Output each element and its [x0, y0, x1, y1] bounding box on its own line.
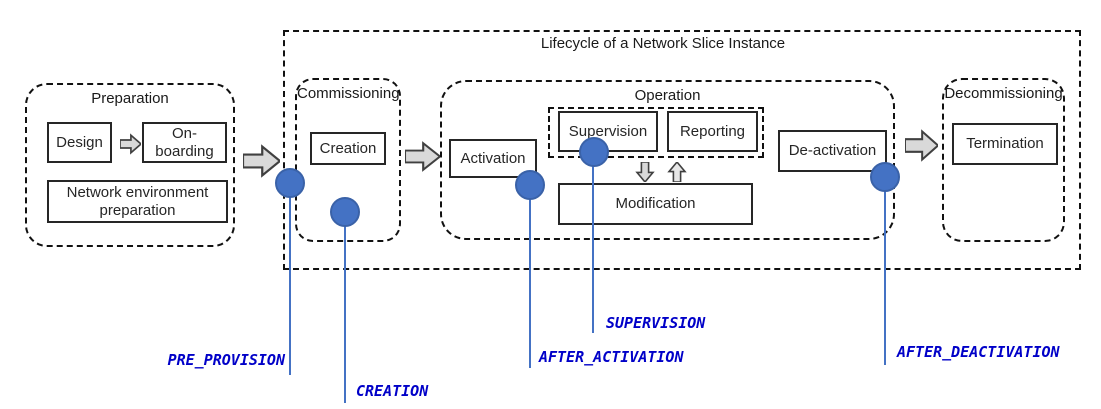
- phase-preparation-title: Preparation: [91, 90, 169, 107]
- step-deactivation: De-activation: [778, 130, 887, 172]
- step-reporting: Reporting: [667, 111, 758, 152]
- leader-line-after-deactivation: [884, 177, 886, 365]
- step-onboarding: On-boarding: [142, 122, 227, 163]
- event-marker-creation: [330, 197, 360, 227]
- phase-preparation: Preparation: [25, 83, 235, 247]
- phase-decommissioning: Decommissioning: [942, 78, 1065, 242]
- event-marker-after-deactivation: [870, 162, 900, 192]
- arrow-right-icon: [243, 144, 280, 178]
- step-creation: Creation: [310, 132, 386, 165]
- leader-line-supervision: [592, 152, 594, 333]
- diagram-title: Lifecycle of a Network Slice Instance: [540, 35, 786, 52]
- leader-line-after-activation: [529, 185, 531, 368]
- step-design: Design: [47, 122, 112, 163]
- phase-commissioning: Commissioning: [295, 78, 401, 242]
- phase-commissioning-title: Commissioning: [297, 85, 400, 102]
- phase-operation-title: Operation: [634, 87, 701, 104]
- phase-decommissioning-title: Decommissioning: [944, 85, 1063, 102]
- step-network-environment-preparation: Network environment preparation: [47, 180, 228, 223]
- leader-line-creation: [344, 212, 346, 403]
- arrow-up-icon: [667, 162, 687, 182]
- phase-operation: Operation: [440, 80, 895, 240]
- step-modification: Modification: [558, 183, 753, 225]
- event-label-creation: CREATION: [356, 382, 429, 400]
- event-label-after-activation: AFTER_ACTIVATION: [539, 348, 684, 366]
- event-label-supervision: SUPERVISION: [606, 314, 706, 332]
- arrow-right-icon: [120, 133, 141, 155]
- event-label-pre-provision: PRE_PROVISION: [167, 351, 285, 369]
- event-label-after-deactivation: AFTER_DEACTIVATION: [897, 343, 1060, 361]
- arrow-right-icon: [405, 141, 440, 172]
- event-marker-supervision: [579, 137, 609, 167]
- lifecycle-boundary-rect: [283, 30, 1081, 270]
- step-termination: Termination: [952, 123, 1058, 165]
- event-marker-pre-provision: [275, 168, 305, 198]
- supervision-reporting-cluster: [548, 107, 764, 158]
- leader-line-pre-provision: [289, 183, 291, 375]
- arrow-down-icon: [635, 162, 655, 182]
- event-marker-after-activation: [515, 170, 545, 200]
- arrow-right-icon: [905, 129, 938, 162]
